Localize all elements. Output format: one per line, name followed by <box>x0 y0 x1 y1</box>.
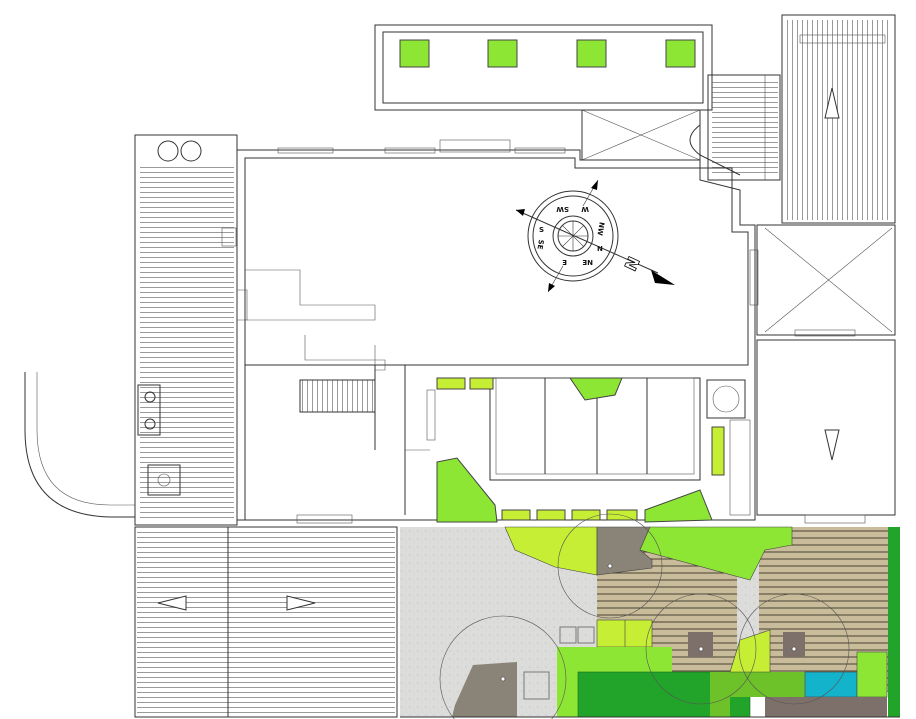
bottom-left-deck <box>134 526 398 718</box>
cooktop-icon <box>144 418 156 430</box>
right-arrow-icon <box>286 595 316 611</box>
staircase <box>689 74 781 181</box>
compass-label-ne: NE <box>582 258 593 266</box>
planters <box>436 377 713 523</box>
down-arrow-icon <box>824 429 840 461</box>
compass-label-se: SE <box>535 239 545 250</box>
north-label: N <box>621 254 644 274</box>
right-deck <box>756 14 896 524</box>
compass-label-sw: SW <box>556 205 569 213</box>
planter-square <box>399 39 430 68</box>
sink-icon <box>180 140 202 162</box>
left-arrow-icon <box>157 595 187 611</box>
top-room <box>374 24 713 161</box>
up-arrow-icon <box>824 87 840 119</box>
tree-canopy <box>439 513 850 719</box>
cooktop-icon <box>144 391 156 403</box>
house-walls <box>236 139 759 524</box>
planter-square <box>576 39 607 68</box>
planter-square <box>665 39 696 68</box>
sink-icon <box>157 140 179 162</box>
compass-label-s: S <box>539 226 544 234</box>
compass-rose: N SW W NW N NE E SE S <box>515 179 675 293</box>
garden <box>400 513 900 719</box>
left-deck-strip <box>134 134 238 526</box>
compass-label-n: N <box>597 245 603 253</box>
planter-square <box>487 39 518 68</box>
compass-label-nw: NW <box>595 221 605 236</box>
inner-stairs <box>299 379 376 413</box>
road-curve <box>24 372 135 518</box>
compass-label-e: E <box>562 258 567 266</box>
compass-label-w: W <box>581 205 589 213</box>
north-arrow-icon <box>651 270 675 285</box>
